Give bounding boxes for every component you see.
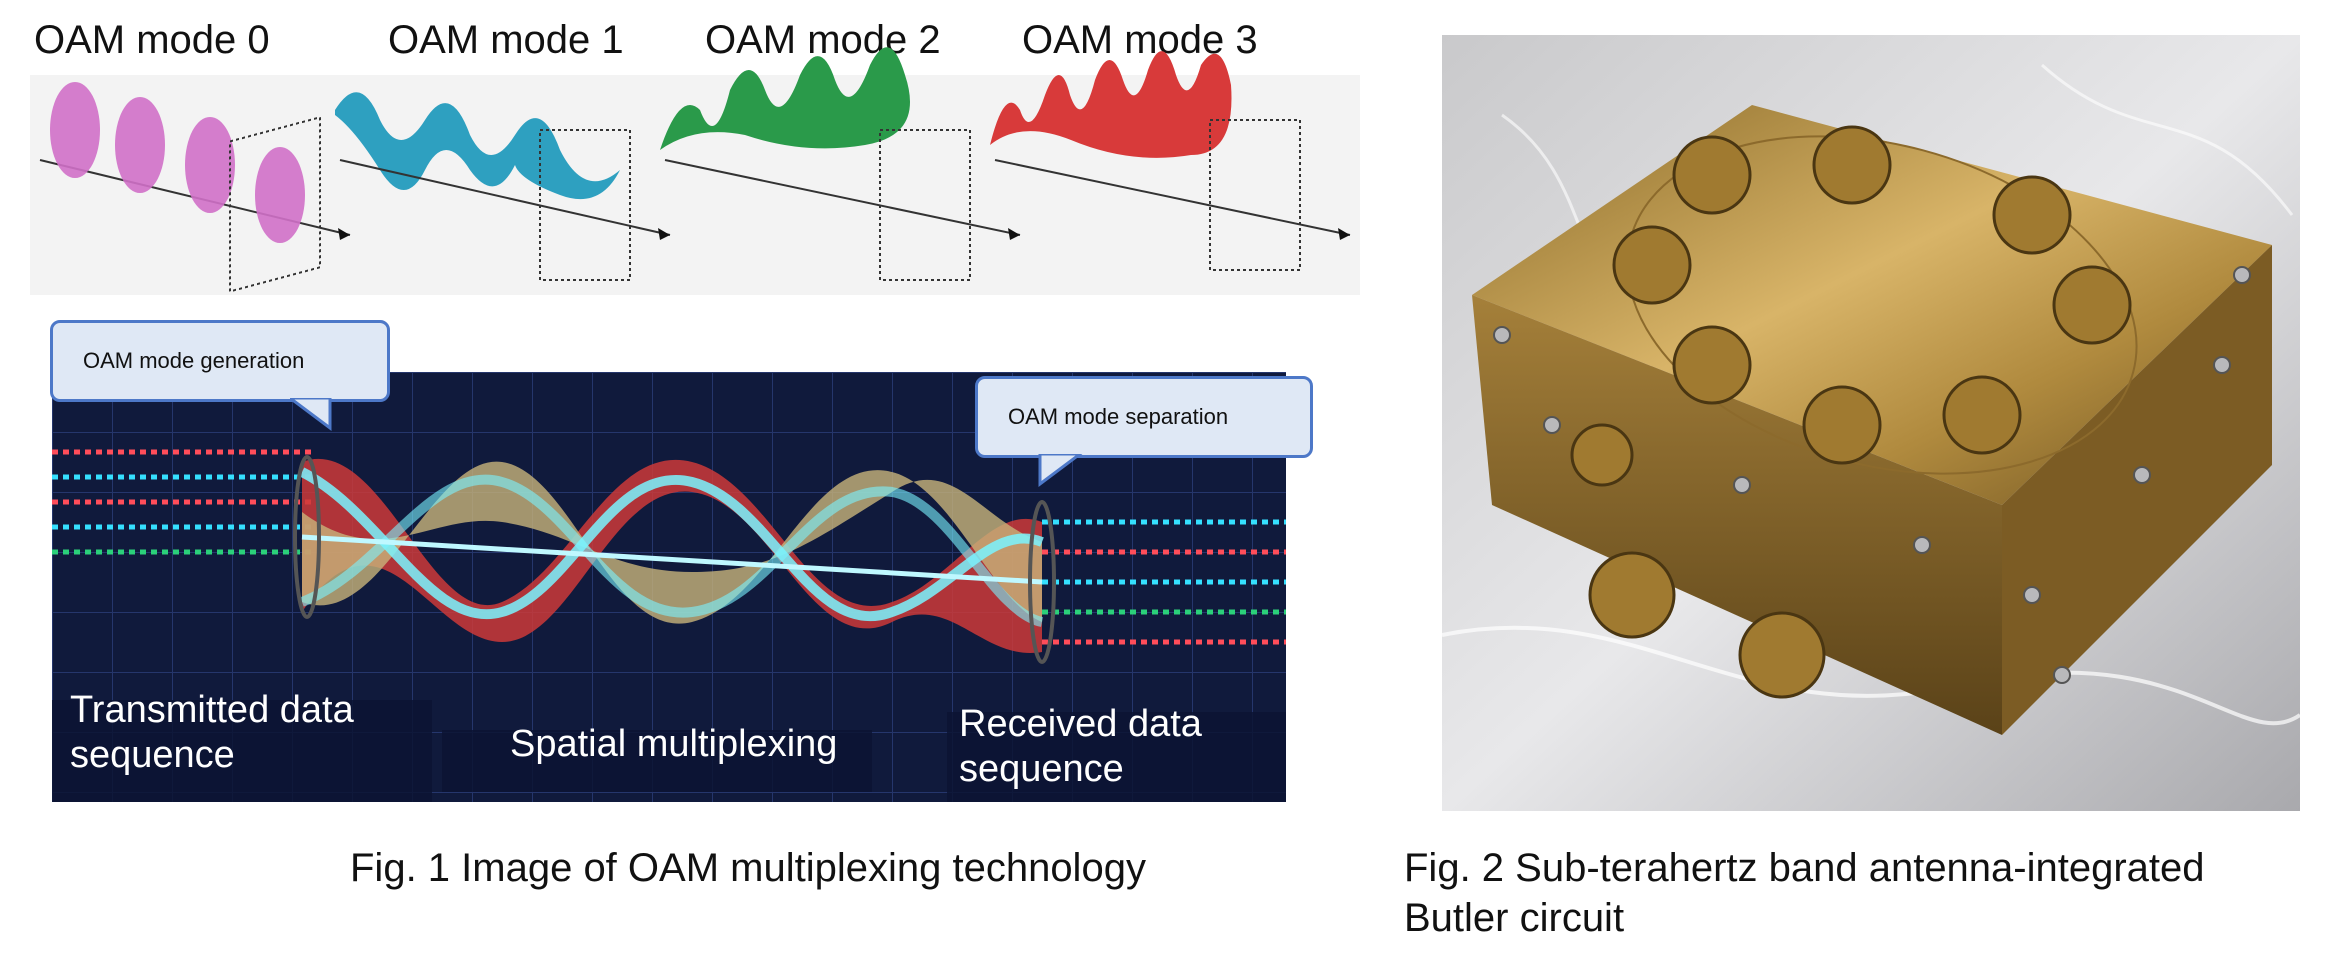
transmitted-data-line-2: sequence xyxy=(70,734,235,776)
fig1-caption: Fig. 1 Image of OAM multiplexing technol… xyxy=(350,846,1146,890)
oam-mode-0-label: OAM mode 0 xyxy=(34,18,270,62)
oam-mode-generation-callout: OAM mode generation xyxy=(50,320,390,402)
oam-mode-3-helix xyxy=(990,51,1351,271)
waveguide-flanges xyxy=(1570,125,2132,699)
transmitted-data-label: Transmitted data sequence xyxy=(70,688,354,778)
oam-mode-3-label: OAM mode 3 xyxy=(1022,18,1258,62)
oam-mode-2-helix xyxy=(660,47,1021,281)
bolts xyxy=(1493,266,2251,684)
separation-callout-pointer xyxy=(1038,454,1083,487)
generation-callout-pointer xyxy=(290,398,332,431)
oam-mode-separation-callout: OAM mode separation xyxy=(975,376,1313,458)
data-streams xyxy=(52,449,1286,645)
butler-circuit-photo xyxy=(1442,35,2300,811)
oam-mode-strip: OAM mode 0 OAM mode 1 OAM mode 2 OAM mod… xyxy=(30,0,1360,300)
fig2-caption-line-2: Butler circuit xyxy=(1404,896,1625,940)
oam-mode-1-label: OAM mode 1 xyxy=(388,18,624,62)
twisted-beam xyxy=(293,455,1056,664)
transmitted-data-line-1: Transmitted data xyxy=(70,689,354,731)
fig2-caption-line-1: Fig. 2 Sub-terahertz band antenna-integr… xyxy=(1404,846,2205,890)
spatial-multiplexing-label: Spatial multiplexing xyxy=(510,723,838,765)
oam-mode-2-label: OAM mode 2 xyxy=(705,18,941,62)
fig2-caption: Fig. 2 Sub-terahertz band antenna-integr… xyxy=(1404,843,2205,943)
oam-mode-illustrations xyxy=(39,47,1351,293)
oam-mode-0-rings xyxy=(39,82,351,293)
received-data-line-1: Received data xyxy=(959,703,1202,745)
butler-circuit-illustration xyxy=(1442,35,2300,811)
received-data-label: Received data sequence xyxy=(959,702,1202,792)
oam-mode-1-helix xyxy=(335,92,671,281)
received-data-line-2: sequence xyxy=(959,748,1124,790)
